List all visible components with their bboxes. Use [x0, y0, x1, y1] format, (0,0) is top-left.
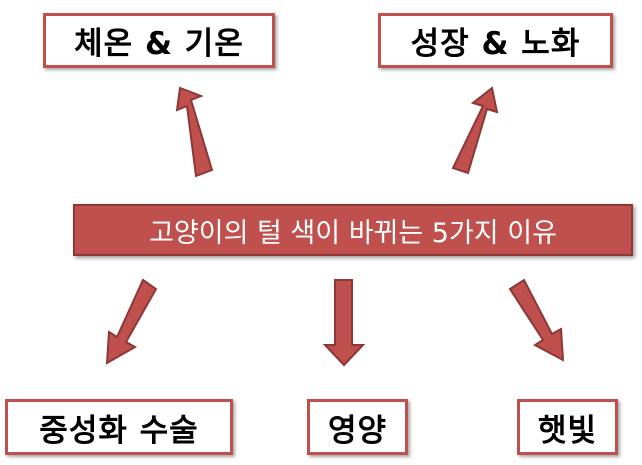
center-topic-label: 고양이의 털 색이 바뀌는 5가지 이유: [149, 217, 557, 249]
arrow-to-temperature: [175, 86, 214, 178]
reason-label-neutering: 중성화 수술: [39, 412, 199, 449]
center-topic: 고양이의 털 색이 바뀌는 5가지 이유: [73, 204, 633, 256]
reason-box-sunlight: 햇빛: [517, 399, 618, 455]
arrow-to-sunlight: [508, 278, 565, 362]
reason-label-nutrition: 영양: [327, 412, 388, 449]
arrow-to-growth: [451, 86, 499, 175]
arrow-to-neutering: [105, 278, 158, 365]
reason-label-sunlight: 햇빛: [537, 412, 598, 449]
reason-box-neutering: 중성화 수술: [5, 399, 233, 455]
reason-box-temperature: 체온 & 기온: [43, 13, 275, 68]
arrow-to-nutrition: [322, 279, 366, 367]
reason-box-growth: 성장 & 노화: [378, 13, 613, 68]
reason-box-nutrition: 영양: [307, 399, 408, 455]
reason-label-temperature: 체온 & 기온: [74, 26, 244, 62]
reason-label-growth: 성장 & 노화: [410, 26, 581, 62]
